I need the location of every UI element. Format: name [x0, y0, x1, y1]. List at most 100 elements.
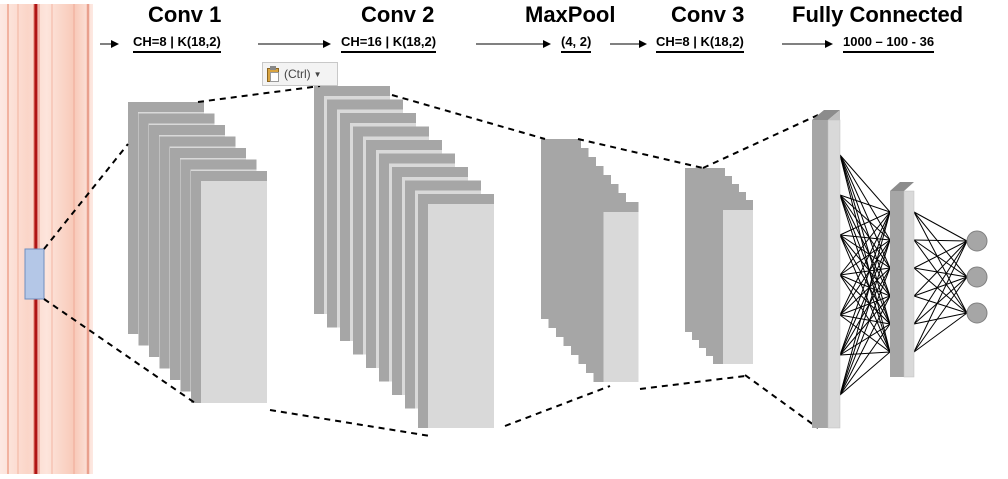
feature-map-face: [201, 181, 267, 403]
fc-edge: [839, 211, 891, 396]
conv1-params: CH=8 | K(18,2): [133, 34, 221, 53]
output-node: [966, 230, 988, 252]
conv2-params: CH=16 | K(18,2): [341, 34, 437, 53]
fc-edge: [839, 154, 891, 269]
conv1-title: Conv 1: [148, 2, 222, 27]
fc-edge: [839, 267, 891, 356]
fc-layer-1000-side: [827, 119, 841, 429]
fc-edge: [839, 211, 891, 276]
projection-lines: [43, 85, 819, 437]
fc-edge: [913, 211, 968, 242]
fc-edge: [839, 274, 891, 297]
paste-options-button[interactable]: (Ctrl) ▼: [262, 62, 338, 86]
fc-edge: [913, 312, 968, 325]
fc-edge: [913, 240, 968, 353]
fc-edge: [839, 239, 891, 316]
projection-line: [702, 114, 819, 169]
fc-edge: [839, 194, 891, 213]
feature-map-face: [428, 204, 494, 428]
fc-edge: [839, 194, 891, 325]
feature-map-face: [723, 210, 753, 364]
fc-edge: [913, 240, 968, 269]
fc-edge: [839, 211, 891, 316]
conv1-feature-maps: [128, 102, 267, 403]
paste-options-label: (Ctrl): [284, 67, 311, 81]
fc-edge: [839, 314, 891, 325]
fc-edge: [839, 234, 891, 353]
conv3-params: CH=8 | K(18,2): [656, 34, 744, 53]
fully-connected-params: 1000 – 100 - 36: [843, 34, 935, 53]
fc-layer-100: [890, 191, 904, 377]
fc-edge: [839, 239, 891, 396]
fc-edge: [839, 211, 891, 356]
fc-layer-1000: [812, 120, 828, 428]
fc-edge: [913, 276, 968, 297]
fc-layer-1000-top: [812, 110, 840, 120]
fc-edge: [839, 234, 891, 241]
projection-line: [577, 138, 704, 169]
fc-edge: [913, 239, 968, 314]
fc-edge: [839, 323, 891, 356]
chevron-down-icon: ▼: [313, 69, 322, 79]
output-node: [966, 266, 988, 288]
fc-layer-100-side: [903, 190, 915, 378]
fc-edge: [913, 211, 968, 314]
fc-edge: [839, 154, 891, 241]
input-receptive-field-box: [24, 248, 45, 300]
fc-edge: [839, 234, 891, 297]
fc-edge: [839, 154, 891, 325]
fc-layer-1000-edge: [828, 110, 840, 120]
fc-edge: [913, 239, 968, 242]
fc-edge: [913, 211, 968, 278]
projection-line: [43, 298, 199, 406]
feature-map-face: [603, 212, 639, 382]
fc-edge: [839, 274, 891, 353]
fully-connected-block: [812, 110, 988, 429]
conv3-title: Conv 3: [671, 2, 745, 27]
fc-edge: [839, 314, 891, 353]
fc-edge: [913, 276, 968, 353]
input-spectrogram: [0, 4, 93, 474]
fc-edge: [839, 154, 891, 353]
fc-edge: [913, 267, 968, 278]
fc-edge: [839, 295, 891, 396]
fc-connections: [839, 154, 968, 396]
projection-line: [43, 143, 129, 250]
projection-line: [639, 375, 746, 390]
fc-edge: [839, 154, 891, 297]
projection-line: [269, 409, 431, 437]
fc-edge: [839, 194, 891, 269]
fc-edge: [839, 351, 891, 396]
fc-edge: [839, 295, 891, 316]
fc-edge: [913, 295, 968, 314]
fc-edge: [839, 194, 891, 353]
fc-edge: [839, 267, 891, 396]
fully-connected-title: Fully Connected: [792, 2, 964, 27]
fc-edge: [839, 194, 891, 297]
conv3-feature-maps: [685, 168, 753, 364]
projection-line: [197, 85, 321, 103]
clipboard-icon: [266, 65, 281, 83]
conv2-title: Conv 2: [361, 2, 435, 27]
fc-edge: [839, 239, 891, 356]
fc-edge: [913, 276, 968, 325]
fc-edge: [839, 239, 891, 276]
fc-edge: [913, 312, 968, 353]
output-node: [966, 302, 988, 324]
maxpool-feature-maps: [541, 139, 639, 382]
fc-edge: [839, 351, 891, 356]
maxpool-title: MaxPool: [525, 2, 616, 27]
projection-line: [504, 385, 611, 427]
fc-edge: [839, 194, 891, 241]
fc-edge: [839, 295, 891, 356]
fc-edge: [839, 154, 891, 213]
fc-edge: [913, 267, 968, 314]
projection-line: [391, 94, 546, 140]
fc-edge: [839, 234, 891, 269]
fc-layer-100-top: [890, 182, 914, 191]
fc-edge: [839, 267, 891, 316]
fc-edge: [839, 211, 891, 236]
fc-edge: [913, 240, 968, 297]
